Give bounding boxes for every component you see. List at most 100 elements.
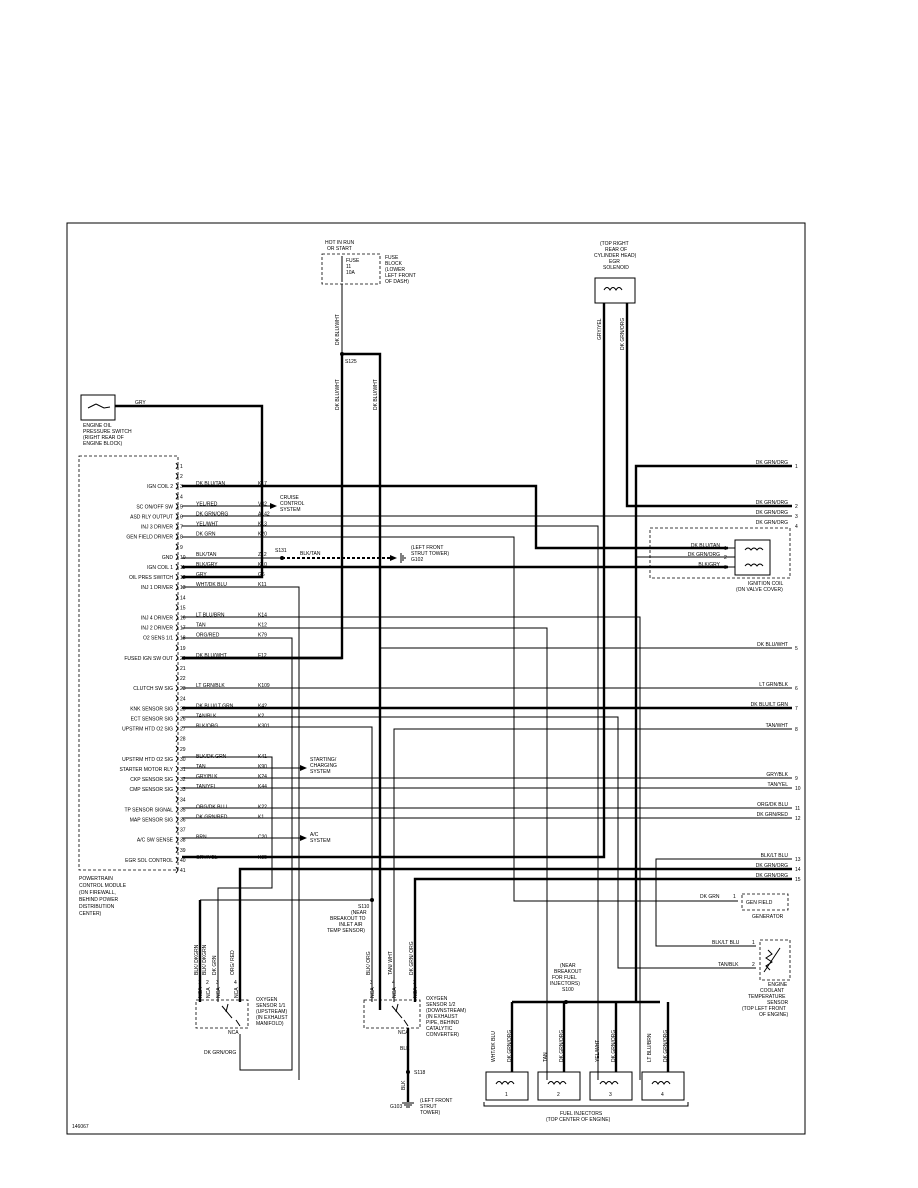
wire-s125-right	[342, 352, 382, 1010]
right-pin-number: 15	[795, 877, 801, 883]
s131-wire-label: BLK/TAN	[300, 551, 321, 557]
o2-up-wire: BLK/ DKGRN	[194, 944, 200, 975]
injector-number: 1	[505, 1092, 508, 1098]
pcm-pin: 21	[175, 664, 186, 672]
ect-pin2-wire: TAN/BLK	[718, 962, 739, 968]
coil-pin-number: 2	[724, 555, 727, 561]
pcm-pin-circuit: K24	[258, 774, 267, 780]
coil-pin-wire: DK GRN/ORG	[688, 552, 720, 558]
injector-wire-2: DK GRN/ORG	[611, 1030, 617, 1062]
injector-wire-1: YEL/WHT	[595, 1040, 601, 1062]
wire-egr-gryyel	[182, 303, 606, 859]
right-pin-wire: LT GRN/BLK	[759, 682, 788, 688]
o2-down-wire: DK GRN/ ORG	[409, 941, 415, 975]
pcm-pin-wire: DK BLU/TAN	[196, 481, 225, 487]
pcm-pin-circuit: K44	[258, 784, 267, 790]
pcm-pin-chevron-icon	[175, 644, 179, 652]
pcm-pin-function: UPSTRM HTD O2 SIG	[122, 757, 173, 763]
right-pin-number: 12	[795, 816, 801, 822]
pcm-outline	[78, 455, 179, 871]
o2-up-nca: NCA	[228, 1030, 239, 1036]
ect-pin1: 1	[752, 940, 755, 946]
pcm-pin: 1	[175, 462, 183, 470]
pcm-pin-function: ASD RLY OUTPUT	[130, 515, 173, 521]
pcm-pin-wire: TAN	[196, 623, 206, 629]
right-pin-number: 10	[795, 786, 801, 792]
pcm-pin-wire: DK GRN	[196, 532, 216, 538]
pcm-pin-chevron-icon	[175, 533, 179, 540]
pcm-pin-wire: GRY/BLK	[196, 774, 218, 780]
pcm-pin-circuit: K79	[258, 633, 267, 639]
pcm-pin-number: 23	[180, 686, 186, 692]
pcm-pin-number: 41	[180, 868, 186, 874]
generator-pin: 1	[733, 894, 736, 900]
right-pin-number: 9	[795, 776, 798, 782]
injector-wire-1: LT BLU/BRN	[647, 1033, 653, 1062]
diagram-frame	[66, 222, 806, 1135]
pcm-pin-chevron-icon	[175, 866, 179, 874]
wire-pin27	[182, 726, 373, 1002]
ect-thermistor-icon	[763, 947, 781, 973]
pcm-pin-wire: DK GRN/ORG	[196, 512, 228, 518]
pcm-pin-chevron-icon	[175, 735, 179, 742]
wire-pin17	[182, 627, 548, 1080]
o2-down-element-icon	[391, 1003, 409, 1027]
injector-coil-icon	[495, 1081, 515, 1085]
pcm-pin-number: 8	[180, 535, 183, 541]
wire-pin30	[182, 756, 273, 1002]
pcm-pin-circuit: K22	[258, 804, 267, 810]
pcm-pin-function: STARTER MOTOR RLY	[119, 767, 173, 773]
pcm-pin: 19	[175, 644, 186, 652]
o2-up-nca-pin: NCA	[234, 987, 240, 998]
fuse-wire-label: DK BLU/WHT	[335, 314, 341, 345]
pcm-pin-function: INJ 4 DRIVER	[141, 616, 173, 622]
o2-down-pin: 3	[370, 980, 373, 986]
ground-g102-symbol-icon	[400, 553, 406, 563]
wire-r15	[413, 877, 792, 1002]
oil-switch-icon	[87, 403, 111, 409]
pcm-pin-number: 39	[180, 848, 186, 854]
ignition-coil-label: IGNITION COIL(ON VALVE COVER)	[736, 581, 784, 593]
pcm-pin-chevron-icon	[175, 472, 179, 480]
o2-down-nca-pin: NCA	[370, 987, 376, 998]
pcm-pin-wire: DK BLU/LT GRN	[196, 703, 234, 709]
pcm-pin-number: 24	[180, 696, 186, 702]
right-pin-number: 2	[795, 504, 798, 510]
right-pin-wire: DK BLU/WHT	[757, 642, 788, 648]
wire-r13	[655, 858, 792, 947]
pcm-pin-chevron-icon	[175, 594, 179, 601]
pcm-pin-chevron-icon	[175, 816, 179, 823]
pcm-pin-number: 28	[180, 737, 186, 743]
pcm-pin-number: 35	[180, 807, 186, 813]
pcm-pin-chevron-icon	[175, 634, 179, 641]
wire-pin8	[182, 536, 738, 902]
right-pin-wire: DK BLU/LT GRN	[751, 702, 789, 708]
pcm-pin-number: 31	[180, 767, 186, 773]
pcm-pin-function: UPSTRM HTD O2 SIG	[122, 727, 173, 733]
pcm-pin-number: 22	[180, 676, 186, 682]
right-pin-wire: DK GRN/ORG	[756, 863, 788, 869]
pcm-pin-number: 36	[180, 818, 186, 824]
pcm-pin-number: 40	[180, 858, 186, 864]
pcm-pin-number: 15	[180, 605, 186, 611]
pcm-pin-function: SC ON/OFF SW	[136, 504, 173, 510]
wire-s125-pcm20	[182, 354, 344, 660]
right-pin-wire: DK GRN/RED	[757, 812, 789, 818]
ignition-coil-winding-icon	[744, 547, 764, 567]
ground-bottom-wire: BLK	[401, 1080, 407, 1090]
pcm-pin-chevron-icon	[175, 462, 179, 470]
figure-id: 146067	[72, 1124, 89, 1130]
